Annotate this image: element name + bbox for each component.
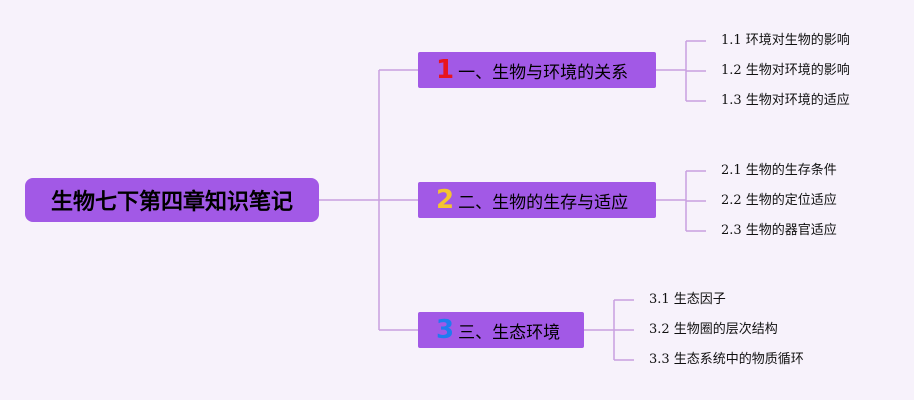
subtopic-2-3[interactable]: 2.3 生物的器官适应: [721, 223, 837, 238]
branch-label-1: 一、生物与环境的关系: [458, 62, 629, 83]
subtopic-2-2[interactable]: 2.2 生物的定位适应: [721, 193, 837, 208]
root-topic[interactable]: 生物七下第四章知识笔记: [25, 178, 319, 222]
branch-label-2: 二、生物的生存与适应: [458, 192, 629, 213]
subtopic-3-3[interactable]: 3.3 生态系统中的物质循环: [649, 352, 804, 367]
branch-number-2: 2: [436, 185, 455, 215]
branch-topic-3[interactable]: 3 三、生态环境: [418, 312, 584, 348]
branch-topic-2[interactable]: 2 二、生物的生存与适应: [418, 182, 656, 218]
root-topic-label: 生物七下第四章知识笔记: [50, 190, 293, 215]
subtopic-1-3[interactable]: 1.3 生物对环境的适应: [721, 93, 850, 108]
subtopic-1-1[interactable]: 1.1 环境对生物的影响: [721, 33, 850, 48]
subtopic-3-1[interactable]: 3.1 生态因子: [649, 292, 726, 307]
branch-topic-1[interactable]: 1 一、生物与环境的关系: [418, 52, 656, 88]
branch-label-3: 三、生态环境: [458, 322, 561, 343]
subtopic-2-1[interactable]: 2.1 生物的生存条件: [721, 163, 837, 178]
branch-number-1: 1: [436, 55, 455, 85]
subtopic-3-2[interactable]: 3.2 生物圈的层次结构: [649, 322, 778, 337]
subtopic-1-2[interactable]: 1.2 生物对环境的影响: [721, 63, 850, 78]
branch-number-3: 3: [436, 315, 455, 345]
